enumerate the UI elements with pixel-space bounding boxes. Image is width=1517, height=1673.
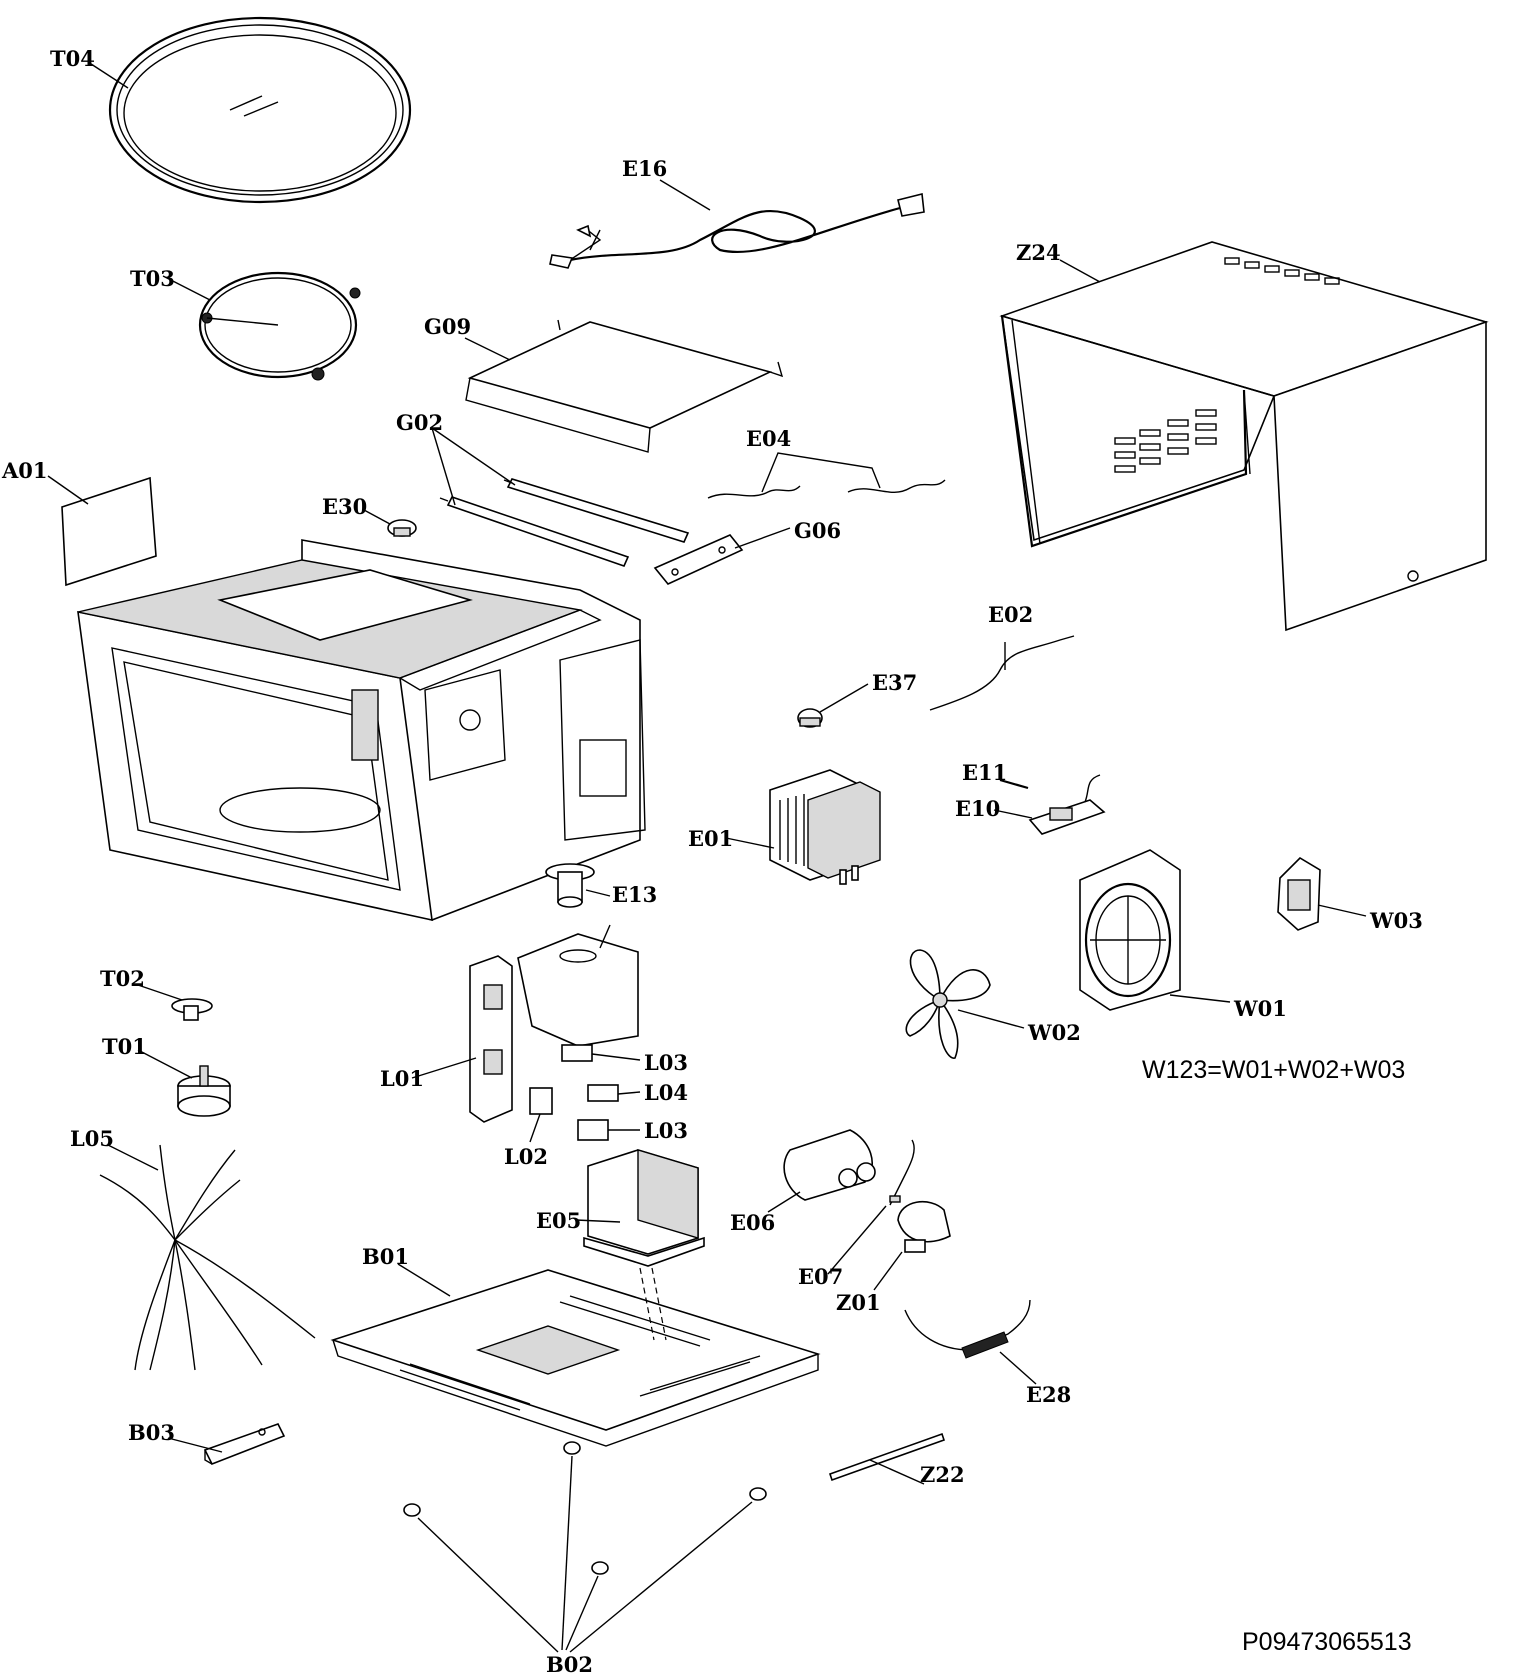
oven-cavity-icon [77,539,646,922]
coupler-icon [171,998,213,1021]
heater-tube-icon [439,478,690,567]
wire-icon [999,778,1029,790]
label-t04: T04 [50,46,95,71]
fuse-icon [797,708,823,728]
fan-blade-icon [905,949,991,1059]
label-e13: E13 [612,882,657,907]
bracket-icon [203,1423,286,1466]
label-e37: E37 [872,670,917,695]
label-z22: Z22 [920,1462,965,1487]
thermostat-icon [387,519,417,537]
label-l03-bottom: L03 [644,1118,688,1143]
label-z24: Z24 [1016,240,1061,265]
lamp-bracket-icon [517,933,639,1047]
label-l04: L04 [644,1080,688,1105]
label-l03-top: L03 [644,1050,688,1075]
bracket-icon [653,534,744,585]
power-cord-icon [549,193,925,269]
wire-icon [929,635,1075,711]
turntable-motor-icon [177,1065,231,1117]
switch-icon [529,1044,619,1141]
magnetron-icon [769,769,881,885]
label-g06: G06 [794,518,841,543]
label-b03: B03 [128,1420,175,1445]
circuit-board-icon [1028,774,1106,835]
label-l01: L01 [380,1066,424,1091]
wire-icon [707,479,946,499]
base-plate-icon [330,1269,821,1447]
label-e04: E04 [746,426,791,451]
label-t03: T03 [130,266,175,291]
glass-tray-icon [108,16,412,204]
label-t01: T01 [102,1034,147,1059]
label-t02: T02 [100,966,145,991]
grill-cover-icon [465,319,784,453]
leader-line [162,275,211,301]
label-w01: W01 [1233,996,1287,1021]
leader-line [87,61,129,89]
label-e07: E07 [798,1264,843,1289]
label-e11: E11 [962,760,1007,785]
label-g09: G09 [424,314,471,339]
label-e16: E16 [622,156,667,181]
diode-icon [889,1139,915,1206]
label-e02: E02 [988,602,1033,627]
cabinet-cover-icon [999,241,1489,632]
capacitor-icon [783,1129,876,1201]
fan-duct-icon [1079,849,1181,1011]
label-a01: A01 [1,458,48,483]
sheet-icon [61,476,157,587]
fan-motor-icon [1277,856,1321,931]
label-z01: Z01 [836,1290,881,1315]
drawing-number: P09473065513 [1242,1628,1412,1656]
label-e01: E01 [688,826,733,851]
label-g02: G02 [396,410,443,435]
label-w03: W03 [1369,908,1423,933]
label-e30: E30 [322,494,367,519]
label-b01: B01 [362,1244,409,1269]
transformer-icon [583,1149,705,1267]
roller-ring-icon [198,271,361,381]
rubber-foot-icon [403,1441,767,1575]
fan-assembly-note: W123=W01+W02+W03 [1142,1056,1405,1084]
latch-board-icon [469,955,513,1123]
label-e28: E28 [1026,1382,1071,1407]
wire-harness-icon [99,1144,316,1371]
label-e05: E05 [536,1208,581,1233]
label-l02: L02 [504,1144,548,1169]
clamp-icon [897,1201,951,1253]
strip-icon [828,1432,946,1482]
resistor-icon [904,1299,1031,1359]
label-e10: E10 [955,796,1000,821]
label-e06: E06 [730,1210,775,1235]
label-w02: W02 [1027,1020,1081,1045]
label-b02: B02 [546,1652,593,1673]
lamp-holder-icon [545,863,595,908]
label-l05: L05 [70,1126,114,1151]
